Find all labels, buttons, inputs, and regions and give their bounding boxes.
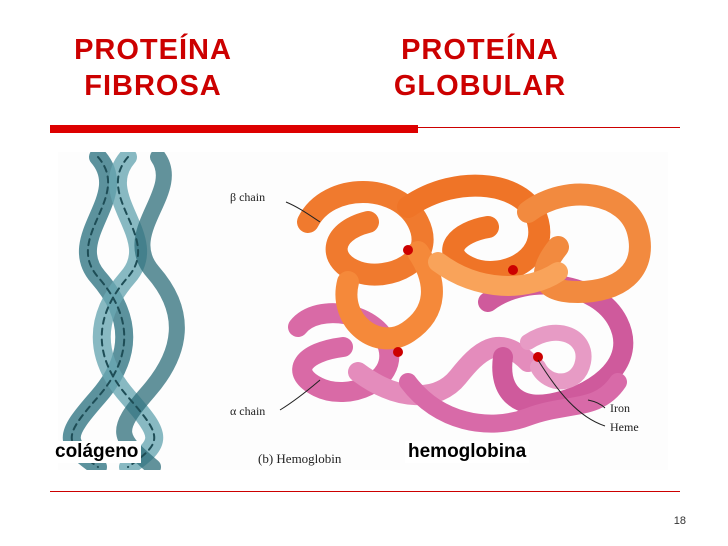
protein-illustration (62, 152, 651, 470)
alpha-chain-label: α chain (230, 404, 266, 418)
hemoglobin-panel-label: (b) Hemoglobin (258, 451, 342, 466)
page-number: 18 (673, 515, 686, 527)
hemoglobin-beta-chains (297, 174, 651, 350)
collagen-caption: colágeno (52, 441, 142, 463)
collagen-helix-image (62, 152, 185, 470)
heme-label: Heme (610, 420, 639, 434)
hemoglobin-caption: hemoglobina (405, 441, 530, 463)
title-underline-thick (50, 125, 418, 133)
label-leader-lines (279, 201, 606, 427)
protein-figure: β chain α chain Iron Heme (b) Hemoglobin (58, 152, 668, 470)
heme-groups (393, 245, 543, 362)
beta-chain-label: β chain (230, 190, 266, 204)
title-underline-thin (418, 127, 680, 128)
fibrous-protein-title: PROTEÍNA FIBROSA (74, 34, 232, 102)
globular-protein-title: PROTEÍNA GLOBULAR (393, 34, 567, 102)
iron-label: Iron (610, 401, 630, 415)
footer-rule (50, 491, 680, 492)
